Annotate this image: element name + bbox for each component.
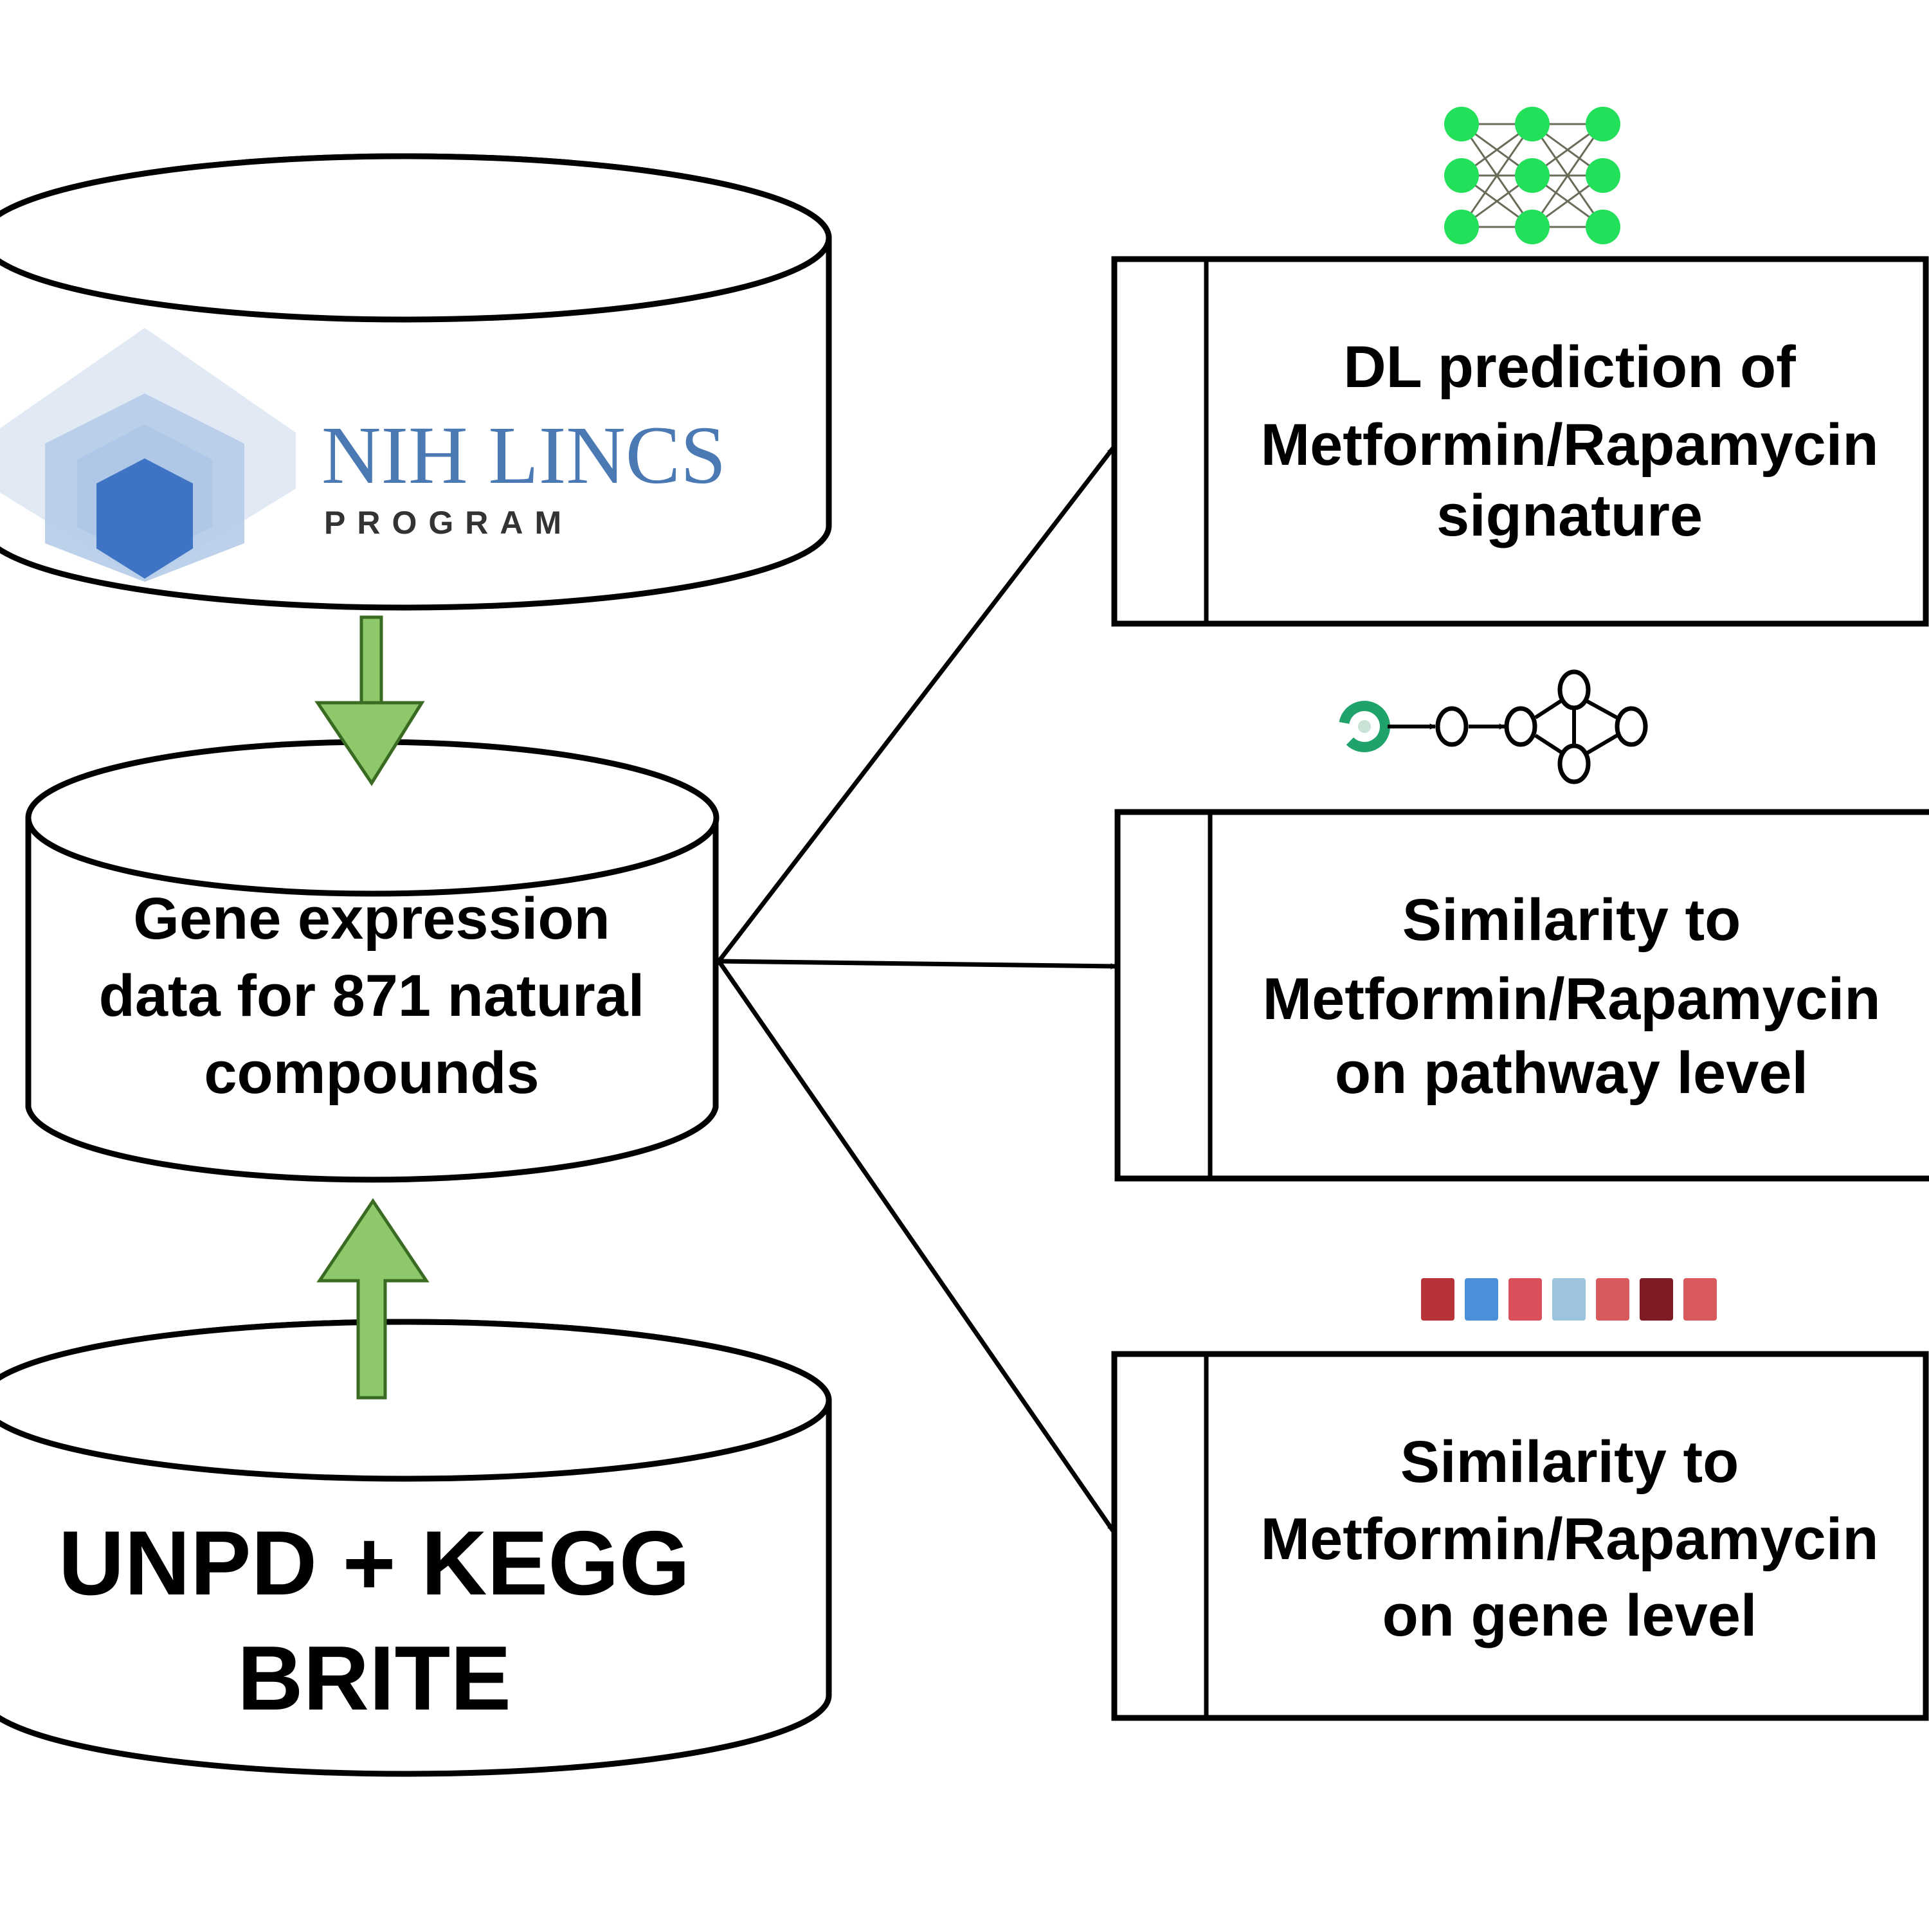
nn-edge <box>1460 123 1534 228</box>
neural-network-icon <box>1444 107 1620 244</box>
unpd-kegg-label: UNPD + KEGG BRITE <box>59 1512 690 1729</box>
lincs-logo-title: NIH LINCS <box>322 410 726 501</box>
nn-node <box>1444 107 1479 141</box>
arrow-to-gene-box <box>717 960 1115 1532</box>
nn-node <box>1515 158 1550 193</box>
gene-expression-database-cylinder <box>25 739 720 1183</box>
lincs-cube-logo-icon <box>0 328 296 582</box>
nn-node <box>1586 210 1620 244</box>
nn-node <box>1515 210 1550 244</box>
unpd-label-line-1: UNPD + KEGG <box>59 1512 690 1614</box>
lincs-logo-subtitle: PROGRAM <box>324 505 573 541</box>
gene-box-line-2: Metformin/Rapamycin <box>1260 1506 1878 1572</box>
connectors <box>717 446 1117 1532</box>
heatmap-cell <box>1465 1278 1498 1321</box>
unpd-label-line-2: BRITE <box>237 1627 511 1729</box>
pathway-node <box>1557 669 1591 710</box>
green-up-arrow-icon <box>316 1198 430 1400</box>
dl-box-line-3: signature <box>1436 483 1703 548</box>
arrow-to-dl-box <box>717 446 1115 963</box>
heatmap-cell <box>1683 1278 1717 1321</box>
pathway-start-ring <box>1339 701 1390 752</box>
pathway-box-line-1: Similarity to <box>1402 887 1741 953</box>
pathway-node <box>1615 706 1648 747</box>
pathway-graph-icon <box>1339 669 1648 784</box>
nn-node <box>1515 107 1550 141</box>
gene-box-line-1: Similarity to <box>1400 1429 1739 1495</box>
hub-label-line-2: data for 871 natural <box>99 963 645 1029</box>
heatmap-cell <box>1421 1278 1454 1321</box>
heatmap-cell <box>1596 1278 1629 1321</box>
nih-lincs-logo: NIH LINCS PROGRAM <box>0 328 726 582</box>
pathway-start-core <box>1358 720 1371 733</box>
hub-label: Gene expression data for 871 natural com… <box>99 886 645 1106</box>
pathway-box-line-2: Metformin/Rapamycin <box>1262 966 1880 1032</box>
nn-edge <box>1531 123 1604 228</box>
heatmap-strip-icon <box>1421 1278 1717 1321</box>
green-down-arrowhead <box>314 701 425 786</box>
unpd-kegg-database-cylinder <box>0 1319 832 1777</box>
pathway-node <box>1557 743 1591 784</box>
heatmap-cell <box>1552 1278 1586 1321</box>
hub-label-line-1: Gene expression <box>133 886 610 952</box>
gene-box-line-3: on gene level <box>1382 1583 1757 1648</box>
output-box-dl-prediction: DL prediction of Metformin/Rapamycin sig… <box>1111 256 1929 627</box>
pathway-node <box>1435 706 1469 747</box>
heatmap-cell <box>1640 1278 1673 1321</box>
dl-box-line-2: Metformin/Rapamycin <box>1260 412 1878 478</box>
dl-box-line-1: DL prediction of <box>1343 334 1796 400</box>
nn-node <box>1444 158 1479 193</box>
output-box-gene-similarity: Similarity to Metformin/Rapamycin on gen… <box>1111 1351 1929 1721</box>
nn-node <box>1586 107 1620 141</box>
output-box-pathway-similarity: Similarity to Metformin/Rapamycin on pat… <box>1114 809 1929 1182</box>
heatmap-cell <box>1508 1278 1542 1321</box>
logo-dark-cube <box>96 458 193 579</box>
nn-node <box>1586 158 1620 193</box>
hub-label-line-3: compounds <box>204 1040 539 1106</box>
nn-node <box>1444 210 1479 244</box>
pathway-box-line-3: on pathway level <box>1335 1040 1808 1106</box>
pathway-node <box>1504 706 1537 747</box>
arrow-to-pathway-box <box>718 959 1117 970</box>
